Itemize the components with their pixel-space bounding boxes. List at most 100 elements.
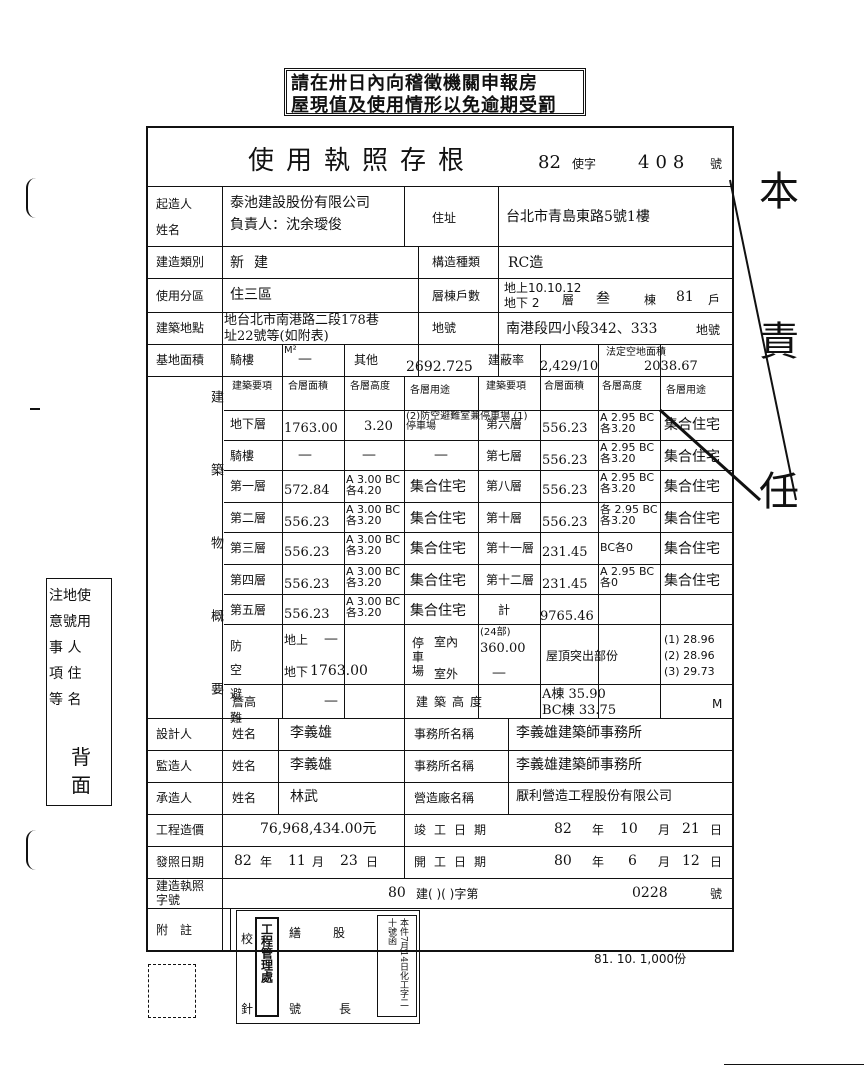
floor-label: 第三層: [230, 541, 267, 555]
stamp-label-chief: 長: [339, 1002, 352, 1016]
floor-height: A 3.00 BC各3.20: [346, 595, 401, 619]
divider: [148, 376, 732, 377]
site-address-1: 地台北市南港路二段178巷: [224, 313, 379, 328]
floor-label: 第八層: [486, 479, 523, 493]
cost-value: 76,968,434.00元: [260, 821, 377, 837]
site-address-2: 址22號等(如附表): [224, 329, 329, 344]
divider: [660, 344, 661, 718]
completion-month: 10: [620, 821, 638, 837]
coverage-value: 2,429/10: [540, 359, 599, 374]
diagonal-stroke: [658, 179, 797, 502]
floor-height: 各 2.95 BC各3.20: [600, 503, 658, 527]
shelter-label: 防空避難: [230, 639, 243, 725]
official-seal-text: 工程管理處: [259, 923, 274, 983]
side-note-line: 項 住: [49, 666, 82, 682]
floor-label: 第十層: [486, 511, 523, 525]
building-count: 叁: [596, 291, 610, 307]
stamp-label-needle: 針: [241, 1002, 254, 1016]
issue-day: 23: [340, 853, 358, 869]
stamp-label-section: 股: [333, 926, 346, 940]
cost-label: 工程造價: [156, 823, 205, 837]
builder-company: 泰池建設股份有限公司: [230, 195, 370, 211]
divider: [724, 1064, 864, 1065]
floor-use: 集合住宅: [410, 511, 466, 527]
usage-permit-form: 使用執照存根 82 使字 408 號 起造人 姓名 泰池建設股份有限公司 負責人…: [146, 126, 734, 952]
floor-area: —: [298, 447, 312, 463]
building-type-label: 建造類別: [156, 255, 205, 269]
day-unit: 日: [710, 823, 723, 837]
area-unit: M²: [284, 345, 297, 356]
designer-name-label: 姓名: [232, 727, 257, 741]
shelter-above-value: —: [324, 631, 338, 647]
divider: [148, 750, 732, 751]
divider: [148, 278, 732, 279]
start-label: 開工日期: [414, 855, 495, 869]
floor-height: —: [362, 447, 376, 463]
notes-label: 附註: [156, 923, 205, 937]
divider: [540, 344, 541, 718]
side-note-back-2: 面: [71, 773, 91, 797]
permit-suffix: 號: [710, 157, 723, 171]
year-unit: 年: [592, 823, 605, 837]
household-unit: 戶: [708, 293, 721, 307]
notice-line-1: 請在卅日內向稽徵機關申報房: [291, 73, 538, 94]
parking-label: 停車場: [412, 636, 425, 678]
floor-use: 集合住宅: [410, 603, 466, 619]
floor-use: (2)防空避難室兼停車場 (1)停車場: [406, 411, 528, 432]
zoning-label: 使用分區: [156, 289, 205, 303]
contractor-company: 厭利營造工程股份有限公司: [516, 789, 673, 804]
floor-use: 集合住宅: [664, 541, 720, 557]
other-value: 2692.725: [406, 359, 473, 375]
building-summary-label: 建築物概要: [176, 390, 223, 791]
total-label: 計: [498, 603, 511, 617]
floors-label: 層棟戶數: [432, 289, 481, 303]
issue-year: 82: [234, 853, 252, 869]
builder-label: 起造人: [156, 197, 193, 211]
divider: [404, 376, 405, 718]
stamp-label-number: 號: [289, 1002, 302, 1016]
col-header-height: 各層高度: [350, 381, 390, 392]
floor-label: 地下層: [230, 417, 267, 431]
builder-address: 台北市青島東路5號1樓: [506, 209, 650, 225]
month-unit: 月: [658, 855, 671, 869]
col-header-area: 合層面積: [288, 381, 328, 392]
floor-height: A 3.00 BC各3.20: [346, 533, 401, 557]
floor-height: A 2.95 BC各3.20: [600, 471, 655, 495]
contractor-company-label: 營造廠名稱: [414, 791, 475, 805]
divider: [148, 782, 732, 783]
month-unit: 月: [312, 855, 325, 869]
contractor-label: 承造人: [156, 791, 193, 805]
parking-indoor-value: 360.00: [480, 641, 526, 656]
floor-height: BC各0: [600, 541, 634, 554]
divider: [148, 908, 732, 909]
divider: [230, 908, 231, 950]
shelter-below-label: 地下: [284, 665, 309, 679]
parking-indoor-label: 室內: [434, 635, 459, 649]
floor-area: 556.23: [284, 577, 330, 592]
builder-name-label: 姓名: [156, 223, 181, 237]
lot-label: 地號: [432, 321, 457, 335]
floor-label: 第四層: [230, 573, 267, 587]
area-label: 基地面積: [156, 353, 205, 367]
floor-height: A 2.95 BC各3.20: [600, 441, 655, 465]
side-note: 注地使 意號用 事 人 項 住 等 名 背 面: [46, 578, 112, 806]
divider: [478, 376, 479, 718]
parking-count: (24部): [480, 627, 511, 638]
date-stamp-text: 本件7月14日化工字二十號函: [386, 918, 408, 1008]
below-ground: 地下 2: [504, 296, 540, 310]
start-day: 12: [682, 853, 700, 869]
approval-stamp-area: 校 繕 股 長 針 號 工程管理處 本件7月14日化工字二十號函: [236, 910, 420, 1024]
col-header-use: 各層用途: [410, 385, 450, 396]
parking-outdoor-value: —: [492, 665, 506, 681]
building-unit: 棟: [644, 293, 657, 307]
builder-representative: 負責人：沈余璦俊: [230, 217, 342, 233]
side-note-line: 事 人: [49, 640, 82, 656]
floor-use: 集合住宅: [664, 479, 720, 495]
supervisor-name: 李義雄: [290, 757, 332, 773]
col-header-item: 建築要項: [232, 381, 272, 392]
shelter-above-label: 地上: [284, 633, 309, 647]
floor-height: 3.20: [364, 419, 393, 434]
floor-use: 集合住宅: [664, 511, 720, 527]
eaves-label: 簷高: [232, 695, 257, 709]
seal-mark: [148, 964, 196, 1018]
